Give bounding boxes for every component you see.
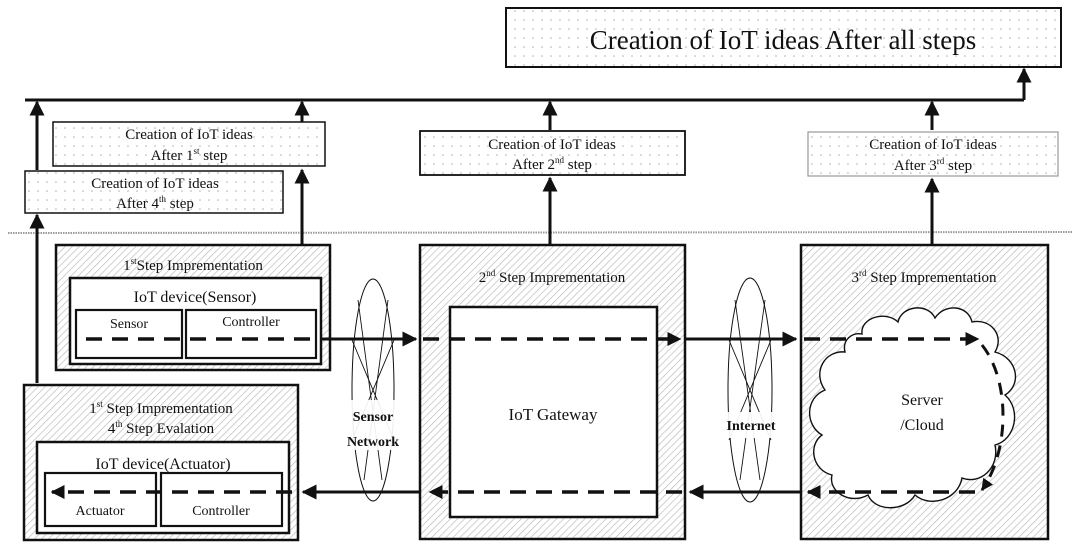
idea-box-step2-line1: Creation of IoT ideas [488, 137, 616, 153]
sensor-network-label-2: Network [347, 435, 399, 450]
actuator-component-label: Actuator [76, 504, 125, 519]
sensor-network-label-1: Sensor [353, 410, 393, 425]
cloud-label: /Cloud [900, 417, 944, 434]
idea-box-step4: Creation of IoT ideas After 4th step [24, 170, 284, 214]
idea-box-step3-line2: After 3rd step [894, 156, 972, 174]
idea-box-step3-line1: Creation of IoT ideas [869, 137, 997, 153]
cloud-shape [808, 307, 1017, 509]
idea-box-step2-line2: After 2nd step [512, 155, 592, 173]
cloud-processing-flow [980, 344, 1005, 491]
idea-box-all-steps: Creation of IoT ideas After all steps [505, 7, 1062, 68]
actuator-device-label: IoT device(Actuator) [95, 456, 230, 473]
collector-bus [25, 67, 1032, 170]
idea-box-step4-line2: After 4th step [116, 194, 194, 212]
actuator-block-title2: 4th Step Evalation [108, 419, 215, 437]
iot-gateway-label: IoT Gateway [509, 405, 598, 424]
actuator-controller-component [159, 471, 284, 528]
cloud-block-title: 3rd Step Imprementation [852, 268, 997, 286]
sensor-network: Sensor Network [338, 278, 410, 502]
internet-network: Internet [716, 277, 786, 503]
idea-box-all-steps-label: Creation of IoT ideas After all steps [590, 25, 976, 55]
cloud-step-block: 3rd Step Imprementation Server /Cloud [799, 243, 1050, 541]
sensor-controller-label: Controller [222, 315, 280, 330]
actuator-controller-label: Controller [192, 504, 250, 519]
idea-box-step1-line2: After 1st step [151, 146, 228, 164]
iot-gateway-box [448, 305, 659, 519]
sensor-block-title: 1stStep Imprementation [123, 256, 263, 274]
actuator-component [43, 471, 158, 528]
internet-strands [728, 299, 772, 481]
sensor-component-label: Sensor [110, 317, 148, 332]
sensor-step-block: 1stStep Imprementation IoT device(Sensor… [54, 243, 332, 372]
upward-arrows [29, 168, 940, 383]
idea-box-step1: Creation of IoT ideas After 1st step [52, 121, 326, 167]
sensor-component [74, 308, 184, 360]
sensor-device-label: IoT device(Sensor) [134, 289, 257, 306]
gateway-block-title: 2nd Step Imprementation [479, 268, 626, 286]
separator-line [7, 231, 1073, 234]
sensor-network-strands [351, 299, 395, 481]
actuator-block-title1: 1st Step Imprementation [89, 399, 233, 417]
sensor-controller-component [184, 308, 318, 360]
gateway-step-block: 2nd Step Imprementation IoT Gateway [418, 243, 687, 541]
internet-label: Internet [727, 419, 776, 434]
idea-box-step3: Creation of IoT ideas After 3rd step [807, 131, 1059, 177]
idea-box-step4-line1: Creation of IoT ideas [91, 176, 219, 192]
server-label: Server [901, 392, 943, 409]
actuator-step-block: 1st Step Imprementation 4th Step Evalati… [22, 383, 300, 542]
idea-box-step2: Creation of IoT ideas After 2nd step [419, 130, 686, 176]
idea-box-step1-line1: Creation of IoT ideas [125, 127, 253, 143]
